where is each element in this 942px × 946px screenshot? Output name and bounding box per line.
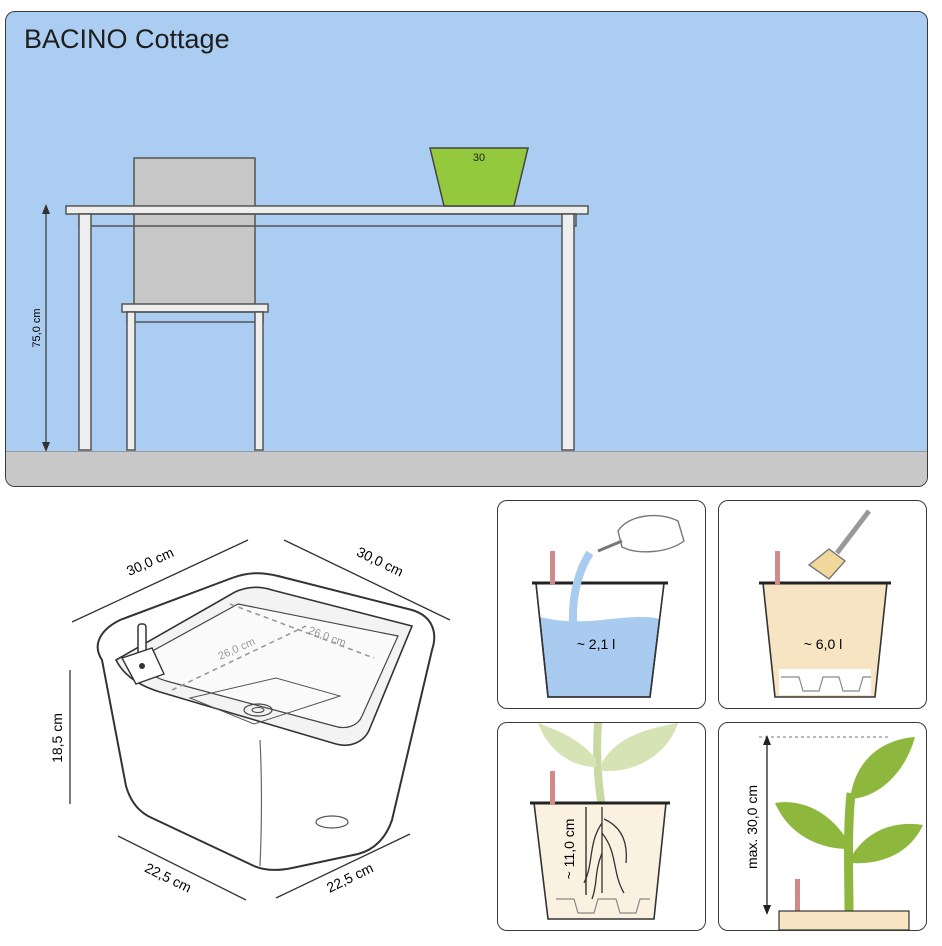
indicator-float-icon <box>139 663 145 669</box>
brand-logo-icon <box>315 815 349 829</box>
planter-on-table <box>429 147 529 207</box>
watering-can-spout <box>597 539 623 553</box>
planter-side-seam <box>259 739 263 867</box>
room-scene-panel: BACINO Cottage 30 75,0 cm <box>5 11 928 487</box>
pot-top-edge <box>778 910 910 930</box>
soil-volume-panel: ~ 6,0 l <box>718 500 927 709</box>
drain-opening-icon <box>243 703 273 717</box>
water-stream <box>568 550 594 634</box>
watering-can-icon <box>617 514 685 553</box>
max-height-label: max. 30,0 cm <box>744 785 760 869</box>
chair-leg-left <box>126 311 136 451</box>
reservoir-insert <box>781 676 871 692</box>
pot-empty-space <box>536 583 664 622</box>
soil-volume-illustration: ~ 6,0 l <box>759 509 891 698</box>
water-level-indicator <box>550 551 555 585</box>
top-left-dimension-line <box>71 539 249 623</box>
arrow-down-icon <box>42 442 50 452</box>
trowel-handle <box>835 509 871 555</box>
table-leg-left <box>78 213 92 451</box>
floor <box>6 451 927 486</box>
max-height-panel: max. 30,0 cm <box>718 722 927 931</box>
leaf-top <box>851 737 915 799</box>
leaf-left <box>775 802 849 849</box>
arrow-up-icon <box>42 204 50 214</box>
height-dimension-label: 18,5 cm <box>49 713 65 763</box>
room-scene-illustration: 30 75,0 cm <box>31 147 589 452</box>
top-right-dimension-label: 30,0 cm <box>354 543 406 579</box>
bottom-left-dimension-label: 22,5 cm <box>142 859 194 895</box>
planter-dimension-drawing: 26,0 cm 26,0 cm 30,0 cm 30,0 cm 18,5 cm … <box>49 539 451 901</box>
page-title: BACINO Cottage <box>24 24 230 54</box>
top-right-dimension-line <box>283 539 451 621</box>
bottom-left-dimension-line <box>117 835 247 901</box>
soil-volume-label: ~ 6,0 l <box>804 636 843 652</box>
water-reservoir-illustration: ~ 2,1 l <box>532 514 685 698</box>
water-reservoir-panel: ~ 2,1 l <box>497 500 706 709</box>
drain-opening-inner <box>251 707 265 713</box>
leaf-right <box>851 823 923 864</box>
table-top <box>65 205 589 215</box>
reservoir-insert <box>556 898 650 914</box>
trowel-icon <box>807 548 847 580</box>
table-height-label: 75,0 cm <box>31 308 43 347</box>
root-depth-label: ~ 11,0 cm <box>561 819 577 880</box>
chair-seat <box>121 303 269 313</box>
planter-inner-floor <box>188 677 342 725</box>
top-left-dimension-label: 30,0 cm <box>124 544 176 579</box>
chair-leg-right <box>254 311 264 451</box>
leaf-left <box>538 723 596 767</box>
water-level-indicator <box>775 551 780 585</box>
root-depth-panel: ~ 11,0 cm <box>497 722 706 931</box>
water-level-indicator <box>795 879 800 913</box>
plant-stem <box>593 723 606 808</box>
arrow-down-icon <box>763 905 771 915</box>
bottom-right-dimension-line <box>275 833 411 899</box>
bottom-right-dimension-label: 22,5 cm <box>324 859 376 895</box>
root-depth-illustration: ~ 11,0 cm <box>530 723 678 920</box>
leaf-right <box>602 723 678 772</box>
plant-stem <box>844 792 856 914</box>
max-height-illustration: max. 30,0 cm <box>744 735 923 930</box>
chair-apron <box>126 311 264 323</box>
arrow-up-icon <box>763 735 771 745</box>
water-level-indicator <box>550 771 555 805</box>
table-leg-right <box>561 213 575 451</box>
plant-roots <box>583 807 628 900</box>
water-volume-label: ~ 2,1 l <box>577 636 616 652</box>
planter-size-label: 30 <box>473 152 485 164</box>
inner-dimension-line-right <box>229 603 375 659</box>
chair-back <box>133 157 256 307</box>
inner-dimension-line-left <box>171 625 307 691</box>
